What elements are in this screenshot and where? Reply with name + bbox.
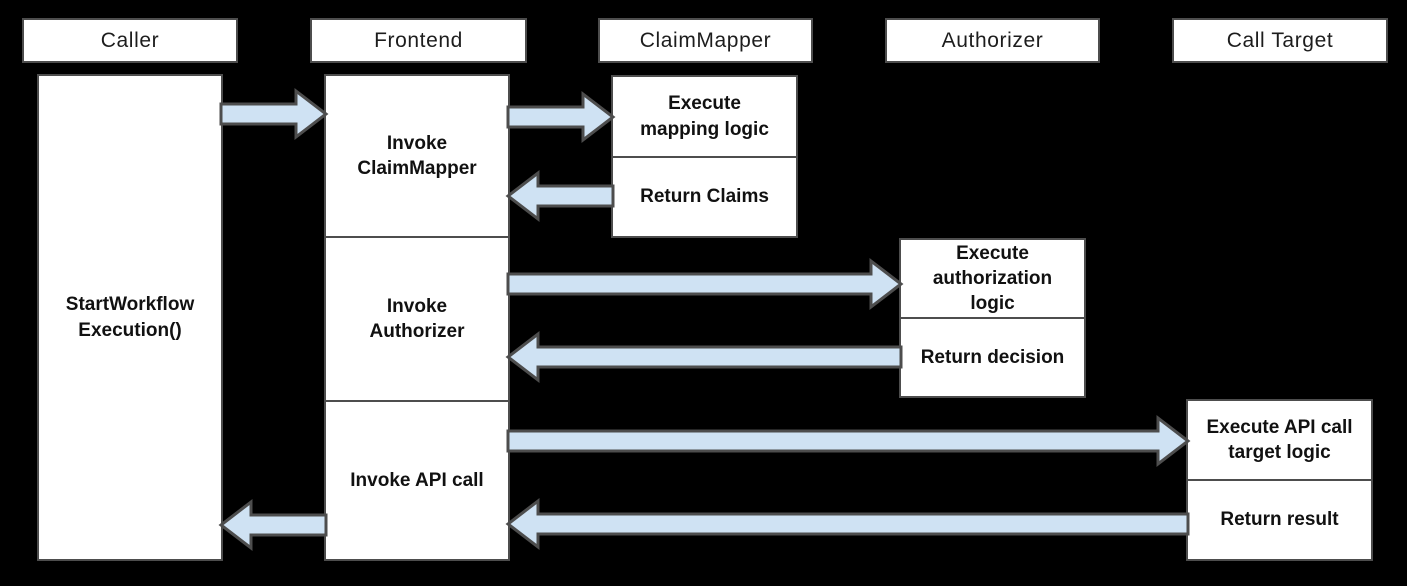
activation-calltarget: Execute API call target logic Return res… — [1186, 399, 1373, 561]
step-return-claims: Return Claims — [613, 156, 796, 236]
arrow-frontend-to-claimmapper — [506, 90, 616, 144]
step-execute-api-call-target-logic: Execute API call target logic — [1206, 416, 1353, 463]
lifeline-header-caller: Caller — [22, 18, 238, 63]
arrow-frontend-to-authorizer — [506, 257, 904, 311]
lifeline-header-calltarget: Call Target — [1172, 18, 1388, 63]
step-invoke-api-call: Invoke API call — [326, 400, 508, 559]
arrow-authorizer-to-frontend — [505, 330, 903, 384]
step-invoke-authorizer: Invoke Authorizer — [326, 236, 508, 400]
activation-frontend: Invoke ClaimMapper Invoke Authorizer Inv… — [324, 74, 510, 561]
activation-caller: StartWorkflow Execution() — [37, 74, 223, 561]
step-return-decision: Return decision — [901, 317, 1084, 396]
step-return-result: Return result — [1188, 479, 1371, 559]
step-invoke-claimmapper: Invoke ClaimMapper — [357, 132, 477, 179]
arrow-claimmapper-to-frontend — [505, 169, 615, 223]
arrow-caller-to-frontend — [219, 87, 329, 141]
arrow-frontend-to-caller — [218, 498, 328, 552]
arrow-calltarget-to-frontend — [505, 497, 1190, 551]
lifeline-header-frontend: Frontend — [310, 18, 527, 63]
arrow-frontend-to-calltarget — [506, 414, 1191, 468]
lifeline-header-claimmapper: ClaimMapper — [598, 18, 813, 63]
activation-claimmapper: Execute mapping logic Return Claims — [611, 75, 798, 238]
step-execute-mapping-logic: Execute mapping logic — [640, 93, 769, 140]
step-startworkflowexecution: StartWorkflow Execution() — [65, 294, 195, 341]
step-execute-authorization-logic: Execute authorization logic — [932, 242, 1053, 315]
lifeline-header-authorizer: Authorizer — [885, 18, 1100, 63]
activation-authorizer: Execute authorization logic Return decis… — [899, 238, 1086, 398]
